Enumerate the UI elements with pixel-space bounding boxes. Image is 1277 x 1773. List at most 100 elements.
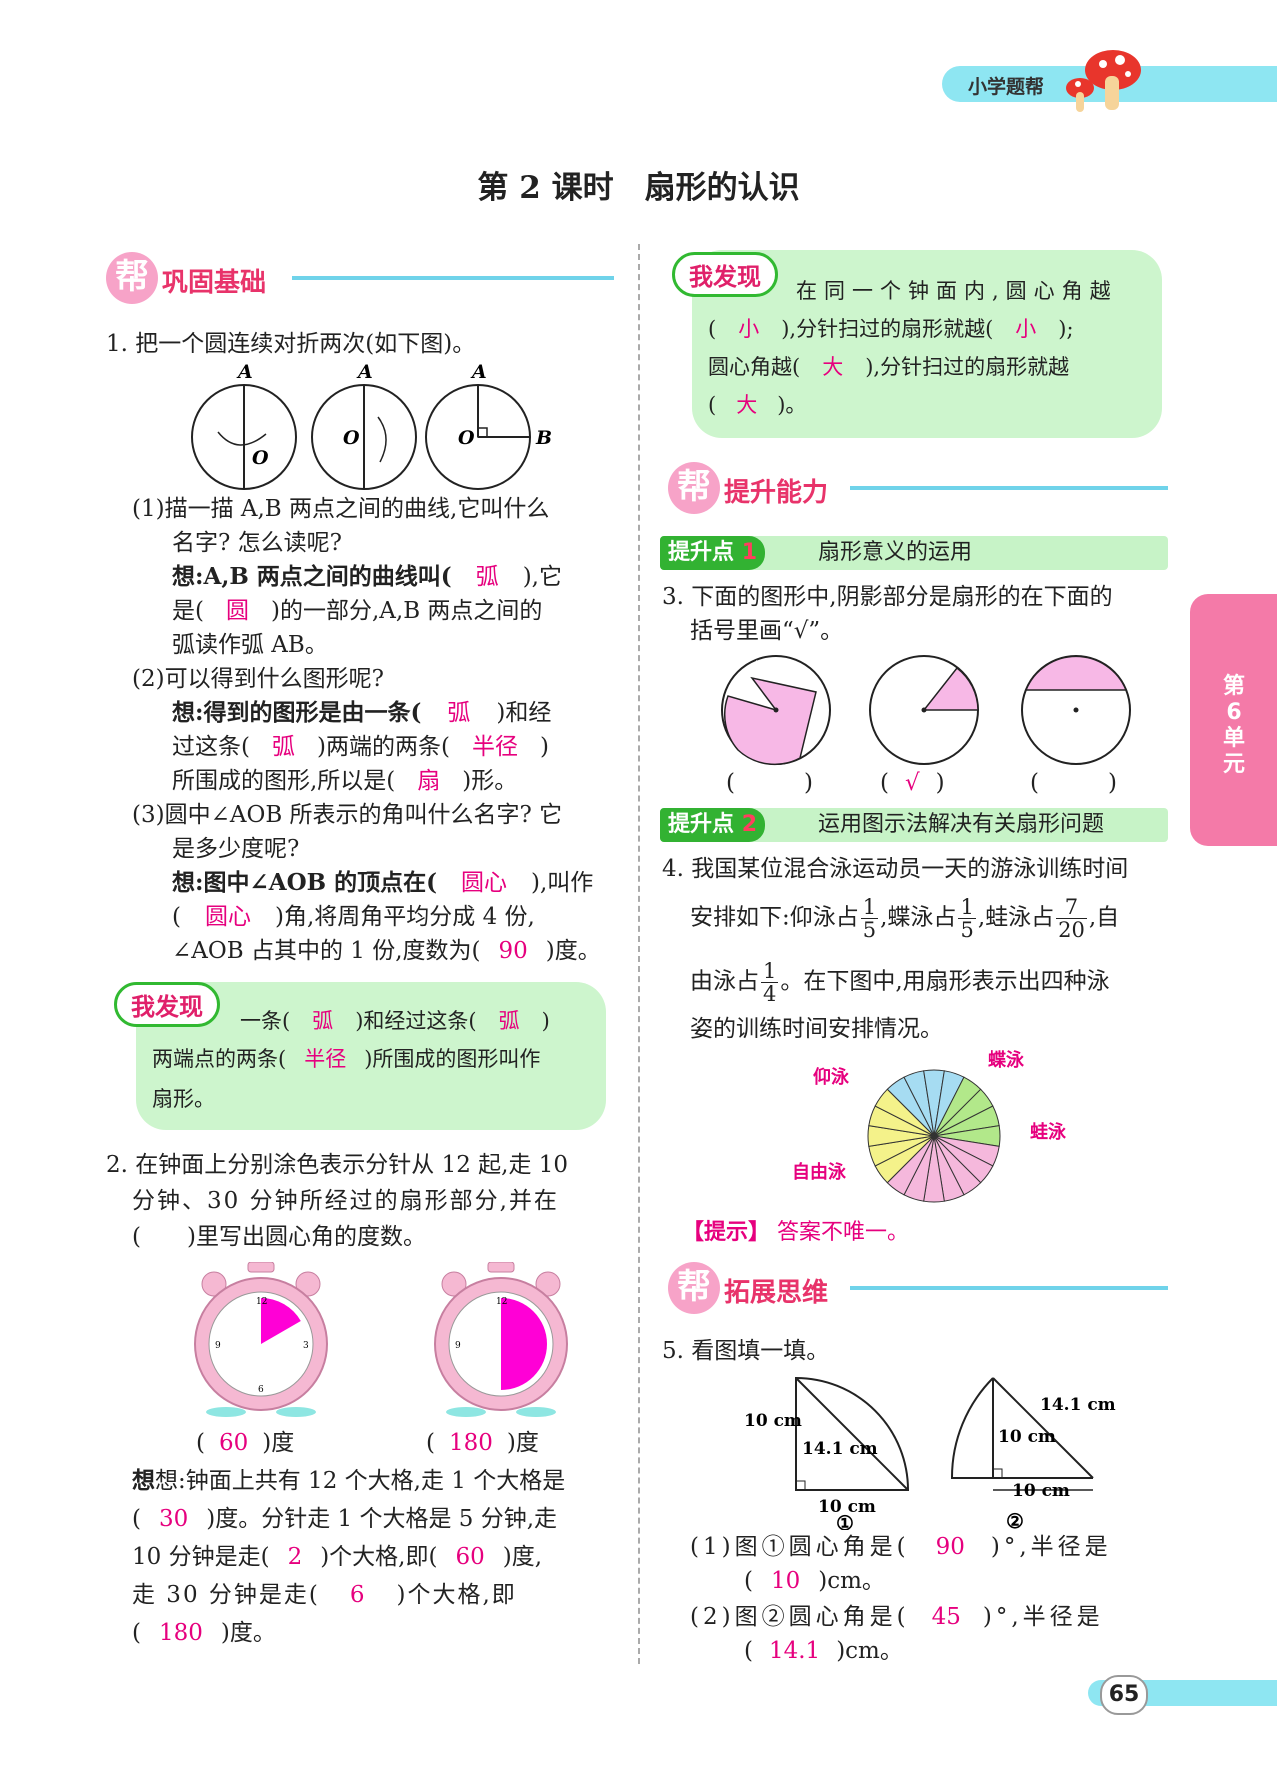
- q1-stem: 1. 把一个圆连续对折两次(如下图)。: [106, 331, 476, 357]
- label-b: B: [535, 427, 552, 449]
- svg-text:9: 9: [215, 1341, 221, 1351]
- q4-hint: 【提示】 答案不唯一。: [682, 1219, 910, 1245]
- discover2-line-1: 在同一个钟面内,圆心角越: [796, 279, 1118, 303]
- point-text: 扇形意义的运用: [818, 540, 973, 565]
- section-badge: 帮: [668, 462, 720, 514]
- q3-line-1: 3. 下面的图形中,阴影部分是扇形的在下面的: [662, 584, 1113, 610]
- mushroom-icon: [1066, 50, 1141, 112]
- q3-line-2: 括号里画“√”。: [690, 618, 844, 644]
- q1-p3-question-2: 是多少度呢?: [172, 836, 300, 862]
- section-title: 拓展思维: [724, 1278, 829, 1308]
- section-title: 巩固基础: [162, 268, 267, 298]
- label-a: A: [470, 362, 487, 383]
- q2-think-2: (30)度。分针走 1 个大格是 5 分钟,走: [132, 1506, 558, 1532]
- point-bar-2: 提升点 2 运用图示法解决有关扇形问题: [660, 808, 1168, 842]
- q1-p1-question: (1)描一描 A,B 两点之间的曲线,它叫什么: [132, 496, 550, 522]
- q1-p1-answer-2: 是(圆)的一部分,A,B 两点之间的: [172, 598, 543, 624]
- section-title: 提升能力: [724, 478, 829, 508]
- discover-badge: 我发现: [114, 982, 220, 1027]
- q1-p3-answer-1: 想:图中∠AOB 的顶点在(圆心),叫作: [172, 869, 594, 896]
- fig2-height: 10 cm: [998, 1427, 1056, 1447]
- page-title: 第 2 课时 扇形的认识: [477, 170, 800, 206]
- q4-pie: 仰泳 蝶泳 蛙泳 自由泳: [792, 1049, 1067, 1203]
- q1-p1-question-2: 名字? 怎么读呢?: [172, 530, 342, 556]
- label-o: O: [458, 427, 475, 449]
- q2-think-3: 10 分钟是走(2)个大格,即(60)度,: [132, 1544, 543, 1570]
- point-bar-1: 提升点 1 扇形意义的运用: [660, 536, 1168, 570]
- q1-p2-question: (2)可以得到什么图形呢?: [132, 666, 384, 692]
- q4-line-1: 4. 我国某位混合泳运动员一天的游泳训练时间: [662, 856, 1129, 882]
- page-number: 65: [1100, 1675, 1148, 1715]
- q1-p2-answer-1: 想:得到的图形是由一条(弧)和经: [172, 699, 552, 726]
- unit-tab: 第6单元: [1190, 594, 1277, 846]
- section-rule: [850, 486, 1168, 490]
- column-divider: [638, 244, 640, 1664]
- label-a: A: [236, 362, 253, 383]
- q1-p2-answer-3: 所围成的图形,所以是(扇)形。: [172, 768, 518, 794]
- discover1-line-3: 扇形。: [152, 1087, 215, 1111]
- point-label: 提升点 2: [660, 808, 765, 842]
- discover2-line-4: (大)。: [708, 393, 807, 417]
- q2-clock2-answer: (180)度: [426, 1430, 539, 1456]
- discover1-line-2: 两端点的两条(半径)所围成的图形叫作: [152, 1047, 541, 1071]
- section-badge: 帮: [106, 252, 158, 304]
- q1-p3-answer-2: (圆心)角,将周角平均分成 4 份,: [172, 904, 535, 930]
- discover1-line-1: 一条(弧)和经过这条(弧): [240, 1009, 550, 1033]
- q2-line-3: ( )里写出圆心角的度数。: [132, 1224, 426, 1250]
- shape-segment: [1024, 655, 1128, 691]
- clock-10-min: 12 3 6 9: [194, 1262, 328, 1417]
- fig2-num: ②: [1006, 1509, 1024, 1530]
- q4-line-4: 姿的训练时间安排情况。: [690, 1016, 943, 1042]
- q2-think-5: (180)度。: [132, 1620, 276, 1646]
- fig1-base: 10 cm: [818, 1497, 876, 1517]
- fig2-slant: 14.1 cm: [1040, 1395, 1116, 1415]
- q2-line-1: 2. 在钟面上分别涂色表示分针从 12 起,走 10: [106, 1152, 569, 1178]
- pie-slice: [874, 1088, 935, 1137]
- pie-label-wa: 蛙泳: [1030, 1121, 1067, 1143]
- section-header-extend: 帮 拓展思维: [668, 1262, 1168, 1314]
- fig2-base: 10 cm: [1012, 1481, 1070, 1501]
- q2-think-4: 走 30 分钟是走(6)个大格,即: [132, 1582, 517, 1608]
- q1-fold-figures: A O A O A O B: [191, 362, 552, 490]
- q3-blank-3: ( ): [1030, 770, 1117, 796]
- q5-answer-1b: (10)cm。: [744, 1568, 885, 1594]
- brand-text: 小学题帮: [968, 76, 1045, 98]
- q3-blank-2: (√): [880, 770, 945, 796]
- section-header-ability: 帮 提升能力: [668, 462, 1168, 514]
- q3-blank-1: ( ): [726, 770, 813, 796]
- svg-text:12: 12: [256, 1297, 267, 1307]
- svg-text:3: 3: [303, 1341, 309, 1351]
- fig1-diag: 14.1 cm: [802, 1439, 878, 1459]
- svg-text:6: 6: [258, 1385, 264, 1395]
- discover-badge: 我发现: [672, 252, 778, 297]
- fig1-num: ①: [836, 1511, 854, 1530]
- discover2-line-2: (小),分针扫过的扇形就越(小);: [708, 317, 1074, 341]
- q5-answer-1: (1)图①圆心角是(90)°,半径是: [690, 1534, 1112, 1560]
- section-rule: [292, 276, 614, 280]
- shape-sector: [922, 666, 979, 711]
- shape-non-sector: [723, 676, 817, 766]
- svg-text:9: 9: [455, 1341, 461, 1351]
- q3-figures: [721, 655, 1131, 766]
- point-text: 运用图示法解决有关扇形问题: [818, 812, 1105, 837]
- svg-text:12: 12: [496, 1297, 507, 1307]
- label-a: A: [356, 362, 373, 383]
- label-o: O: [252, 447, 269, 469]
- q1-p3-answer-3: ∠AOB 占其中的 1 份,度数为(90)度。: [172, 938, 601, 964]
- q5-figures: 10 cm 14.1 cm 10 cm ① 14.1 cm 10 cm 10 c…: [744, 1376, 1116, 1530]
- q2-think-1: 想想:钟面上共有 12 个大格,走 1 个大格是: [132, 1467, 566, 1494]
- unit-tab-text: 第6单元: [1222, 674, 1245, 777]
- label-o: O: [343, 427, 360, 449]
- section-header-basics: 帮 巩固基础: [106, 252, 614, 304]
- section-rule: [850, 1286, 1168, 1290]
- fig1-side: 10 cm: [744, 1411, 802, 1431]
- q1-p1-answer-1: 想:A,B 两点之间的曲线叫(弧),它: [172, 563, 562, 590]
- q1-p2-answer-2: 过这条(弧)两端的两条(半径): [172, 734, 549, 760]
- discover2-line-3: 圆心角越(大),分针扫过的扇形就越: [708, 355, 1070, 379]
- q1-p3-question: (3)圆中∠AOB 所表示的角叫什么名字? 它: [132, 802, 563, 828]
- q1-p1-answer-3: 弧读作弧 AB。: [172, 632, 328, 658]
- pie-label-yang: 仰泳: [813, 1066, 850, 1088]
- pie-label-die: 蝶泳: [988, 1049, 1025, 1071]
